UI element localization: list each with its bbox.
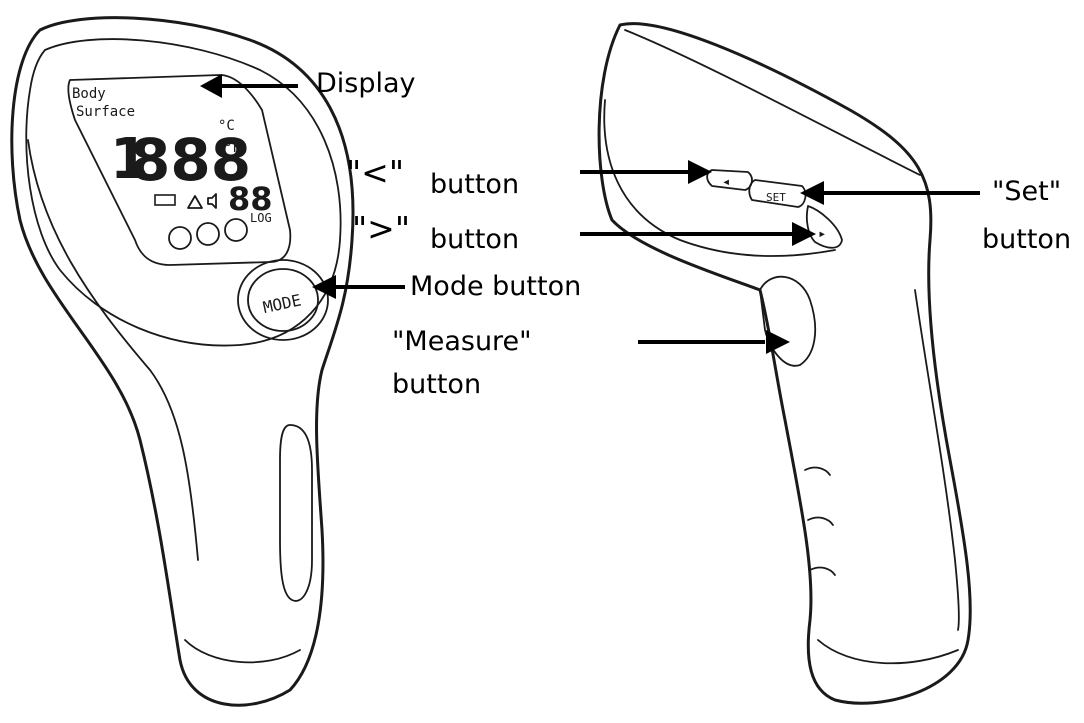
thermometer-side-view: ◂ SET ▸ (597, 22, 972, 705)
lcd-display: Body Surface 1 888 °C °F 88 LOG (67, 74, 292, 266)
neutral-face-icon (196, 222, 220, 246)
measure-trigger[interactable] (759, 275, 817, 367)
side-bottom-cap (817, 639, 959, 665)
mode-button-arrow (312, 275, 405, 299)
side-head-inner (603, 99, 836, 257)
side-back-strip (914, 289, 960, 631)
mode-button-callout: Mode button (410, 271, 581, 302)
lcd-unit-c: °C (218, 118, 235, 134)
front-face-outline (25, 38, 342, 347)
lcd-surface-label: Surface (76, 104, 135, 120)
lcd-body-label: Body (72, 86, 106, 102)
lcd-unit-f: °F (224, 140, 241, 156)
left-button-callout-word: button (430, 169, 519, 200)
set-button-arrow (800, 181, 980, 205)
measure-button-arrow (638, 330, 790, 354)
face-icons (168, 218, 248, 250)
side-body-outline (597, 22, 972, 705)
left-button-arrow (580, 160, 712, 184)
speaker-icon (207, 193, 217, 209)
left-arrow-glyph: ◂ (722, 174, 730, 190)
mode-button-ring (237, 259, 329, 341)
set-callout-line2: button (982, 224, 1071, 255)
mode-button-label: MODE (261, 290, 303, 317)
left-button-callout-symbol: "<" (346, 153, 404, 192)
right-button-callout-symbol: ">" (352, 209, 410, 248)
mode-button[interactable]: MODE (237, 259, 329, 341)
front-body-outline (10, 16, 355, 707)
front-bottom-cap (184, 639, 301, 664)
thermometer-front-view: Body Surface 1 888 °C °F 88 LOG MODE (10, 16, 355, 707)
measure-callout-line1: "Measure" (392, 326, 532, 357)
front-side-seam (27, 139, 199, 561)
battery-icon (154, 194, 176, 206)
lcd-log-label: LOG (250, 211, 272, 225)
lcd-main-digits: 888 (130, 126, 251, 194)
sad-face-icon (224, 218, 248, 242)
happy-face-icon (168, 226, 192, 250)
mode-button-face (247, 268, 319, 332)
display-callout: Display (316, 68, 416, 99)
display-arrow (200, 74, 298, 98)
set-callout-line1: "Set" (992, 176, 1061, 207)
side-top-ridge (624, 29, 921, 176)
right-arrow-glyph: ▸ (818, 226, 826, 242)
warning-icon (187, 195, 203, 209)
lcd-lead-digit: 1 (110, 127, 149, 192)
grip-ridges (804, 466, 836, 576)
right-arrow-button[interactable]: ▸ (805, 205, 843, 249)
lcd-small-digits: 88 (228, 180, 273, 218)
set-button[interactable]: SET (748, 179, 807, 208)
front-handle-window (279, 424, 313, 602)
set-button-label: SET (766, 191, 786, 204)
measure-callout-line2: button (392, 369, 481, 400)
left-arrow-button[interactable]: ◂ (706, 169, 753, 191)
right-button-callout-word: button (430, 224, 519, 255)
right-button-arrow (580, 222, 816, 246)
